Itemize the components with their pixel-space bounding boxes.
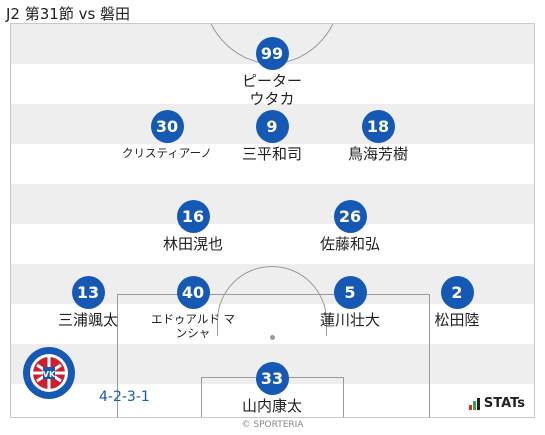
player-name: エドゥアルド マンシャ (150, 312, 236, 340)
player-number: 30 (150, 110, 184, 143)
player-13: 13 三浦颯太 (28, 276, 148, 329)
player-number: 13 (71, 276, 105, 309)
penalty-spot (270, 335, 275, 340)
player-number: 9 (255, 110, 289, 143)
club-crest-icon: VK (23, 347, 75, 399)
player-name: 三平和司 (241, 145, 302, 163)
player-name: 林田滉也 (162, 235, 223, 253)
player-name: 鳥海芳樹 (347, 145, 408, 163)
player-33: 33 山内康太 (212, 362, 332, 415)
player-2: 2 松田陸 (397, 276, 517, 329)
match-title: J2 第31節 vs 磐田 (6, 5, 131, 23)
player-40: 40 エドゥアルド マンシャ (133, 276, 253, 340)
stats-logo-text: STATs (483, 396, 525, 411)
player-number: 40 (176, 276, 210, 309)
player-number: 5 (333, 276, 367, 309)
player-18: 18 鳥海芳樹 (318, 110, 438, 163)
player-name: 蓮川壮大 (319, 311, 380, 329)
formation-label: 4-2-3-1 (99, 389, 150, 405)
player-name: 佐藤和弘 (319, 235, 380, 253)
player-9: 9 三平和司 (212, 110, 332, 163)
player-16: 16 林田滉也 (133, 200, 253, 253)
player-name: ピーター ウタカ (241, 72, 302, 108)
player-99: 99 ピーター ウタカ (212, 37, 332, 108)
player-number: 2 (440, 276, 474, 309)
player-30: 30 クリスティアーノ (107, 110, 227, 160)
stats-bars-icon (468, 397, 480, 410)
stats-logo: STATs (468, 396, 525, 411)
svg-text:VK: VK (43, 370, 56, 379)
player-5: 5 蓮川壮大 (290, 276, 410, 329)
player-name: 山内康太 (241, 397, 302, 415)
player-number: 18 (361, 110, 395, 143)
player-name: クリスティアーノ (122, 146, 212, 160)
player-26: 26 佐藤和弘 (290, 200, 410, 253)
player-number: 33 (255, 362, 289, 395)
player-number: 16 (176, 200, 210, 233)
player-number: 99 (255, 37, 289, 70)
copyright: © SPORTERIA (241, 420, 304, 430)
player-number: 26 (333, 200, 367, 233)
player-name: 松田陸 (434, 311, 480, 329)
player-name: 三浦颯太 (57, 311, 118, 329)
pitch-stripe (11, 184, 534, 224)
